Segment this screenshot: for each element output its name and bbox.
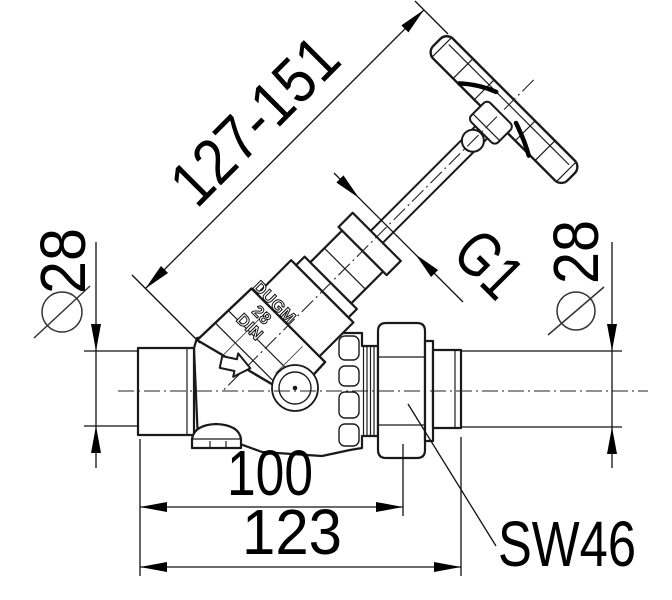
dimension-arrow — [141, 265, 169, 293]
dimension-length-123: 123 — [140, 437, 462, 576]
dimension-arrow — [140, 502, 167, 512]
flange-detail — [220, 310, 268, 358]
dimension-arrow — [140, 562, 167, 572]
dimension-arrow — [434, 562, 461, 572]
diameter-symbol-right — [547, 286, 605, 336]
extension-line — [414, 0, 449, 35]
handwheel-segments — [432, 37, 576, 182]
flange-detail — [275, 346, 303, 374]
right-tailpiece — [431, 348, 463, 430]
stem-centerline — [220, 79, 535, 393]
diameter-symbol-left — [33, 285, 91, 339]
dimension-length-100: 100 — [139, 437, 404, 576]
handwheel-spoke-shadow — [513, 120, 531, 158]
dimension-arrow — [336, 175, 363, 202]
dimension-arrow — [91, 324, 101, 351]
flange-line — [215, 322, 282, 390]
dimension-arrow — [411, 250, 439, 278]
test-port-boss — [271, 364, 319, 412]
flow-direction-arrow-icon — [218, 352, 252, 378]
dimension-label-height-range: 127-151 — [156, 22, 354, 220]
dimension-label-left-diameter: 28 — [27, 228, 99, 294]
dimension-left-diameter: 28 — [27, 228, 139, 468]
dimension-arrow — [607, 324, 617, 351]
dimension-right-diameter: 28 — [461, 220, 622, 468]
dimension-arrow — [376, 502, 403, 512]
extension-line — [131, 274, 201, 344]
dimension-arrow — [91, 426, 101, 453]
callout-wrench-size: SW46 — [407, 403, 636, 580]
outlet-ribs — [338, 335, 360, 447]
dimension-label-100: 100 — [227, 437, 313, 509]
dimension-label-right-diameter: 28 — [540, 220, 612, 284]
leader-line — [407, 403, 497, 547]
dimension-line — [144, 9, 425, 290]
handwheel-spoke-shadow — [457, 81, 499, 95]
dimension-label-123: 123 — [242, 496, 342, 568]
dimension-arrow — [401, 6, 428, 33]
dimension-label-thread: G1 — [440, 215, 538, 313]
dimension-label-sw46: SW46 — [498, 508, 636, 580]
dimension-arrow — [607, 427, 617, 454]
